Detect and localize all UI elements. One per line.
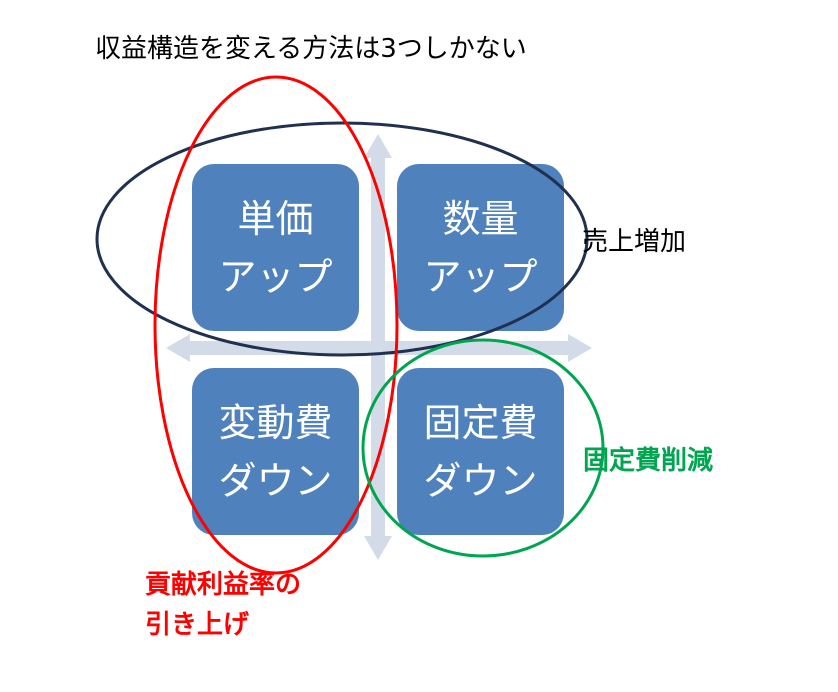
fixed-cost-reduction-text: 固定費削減 [583, 446, 714, 476]
quadrant-fixed-cost-down: 固定費 ダウン [397, 368, 564, 535]
contribution-margin-line2: 引き上げ [145, 610, 250, 640]
quadrant-unit-price-up-line2: アップ [218, 254, 333, 299]
quadrant-unit-price-up-line1: 単価 [237, 196, 314, 241]
page-title: 収益構造を変える方法は3つしかない [95, 34, 527, 64]
contribution-margin-ellipse [153, 75, 399, 575]
sales-increase-ellipse [95, 121, 589, 357]
sales-increase-label: 売上増加 [582, 222, 686, 262]
quadrant-volume-up: 数量 アップ [397, 164, 564, 331]
contribution-margin-label: 貢献利益率の 引き上げ [145, 565, 301, 645]
quadrant-fixed-cost-down-line1: 固定費 [423, 400, 538, 445]
sales-increase-text: 売上増加 [582, 227, 687, 257]
quadrant-volume-up-line2: アップ [423, 254, 538, 299]
quadrant-fixed-cost-down-line2: ダウン [423, 458, 538, 503]
contribution-margin-line1: 貢献利益率の [145, 570, 302, 600]
quadrant-variable-cost-down: 変動費 ダウン [192, 368, 359, 535]
quadrant-volume-up-line1: 数量 [442, 196, 519, 241]
fixed-cost-reduction-label: 固定費削減 [583, 441, 713, 481]
fixed-cost-reduction-circle [361, 338, 605, 558]
quadrant-variable-cost-down-line2: ダウン [218, 458, 333, 503]
quadrant-variable-cost-down-line1: 変動費 [218, 400, 333, 445]
quadrant-unit-price-up: 単価 アップ [192, 164, 359, 331]
